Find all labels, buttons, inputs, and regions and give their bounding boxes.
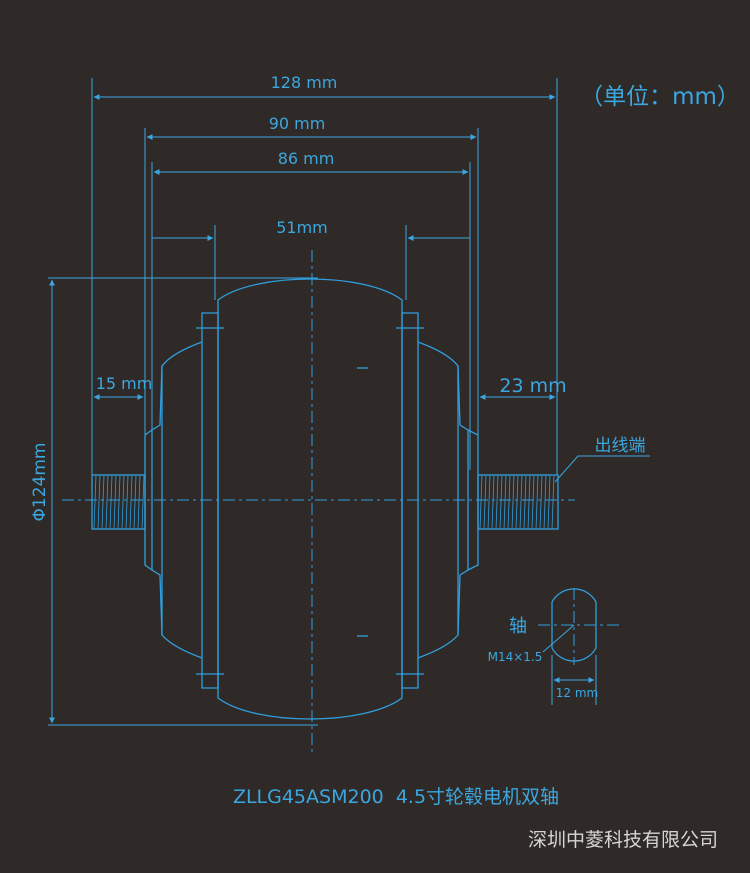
thread-line — [133, 474, 137, 530]
thread-line — [117, 474, 121, 530]
thread-line — [503, 474, 507, 530]
thread-line — [543, 474, 547, 530]
cable-end-label: 出线端 — [595, 436, 646, 456]
thread-line — [129, 474, 133, 530]
dim-51: 51mm — [152, 218, 470, 241]
dim-51-label: 51mm — [276, 218, 328, 237]
right-shaft — [477, 474, 559, 530]
dim-90: 90 mm — [146, 114, 477, 140]
dim-90-label: 90 mm — [269, 114, 326, 133]
thread-line — [93, 474, 97, 530]
thread-line — [507, 474, 511, 530]
thread-line — [523, 474, 527, 530]
left-shaft — [91, 474, 146, 530]
thread-line — [519, 474, 523, 530]
extension-lines — [91, 78, 558, 475]
dim-86: 86 mm — [153, 149, 469, 175]
hub-outline — [217, 278, 403, 720]
thread-line — [487, 474, 491, 530]
thread-line — [479, 474, 483, 530]
thread-line — [483, 474, 487, 530]
thread-line — [527, 474, 531, 530]
thread-line — [551, 474, 555, 530]
left-plate — [201, 312, 219, 689]
flat-width-label: 12 mm — [556, 686, 598, 700]
thread-line — [515, 474, 519, 530]
dim-86-label: 86 mm — [278, 149, 335, 168]
shaft-section: 轴 M14×1.5 12 mm — [488, 588, 622, 705]
dim-23-label: 23 mm — [499, 375, 566, 397]
dim-128: 128 mm — [93, 73, 556, 100]
thread-line — [511, 474, 515, 530]
dim-diameter-label: Φ124mm — [30, 443, 50, 522]
thread-line — [535, 474, 539, 530]
thread-spec-label: M14×1.5 — [488, 650, 543, 664]
thread-line — [97, 474, 101, 530]
thread-line — [531, 474, 535, 530]
thread-line — [137, 474, 141, 530]
thread-line — [539, 474, 543, 530]
dim-15: 15 mm — [93, 374, 153, 400]
thread-line — [491, 474, 495, 530]
thread-line — [113, 474, 117, 530]
left-cover-outer — [151, 341, 203, 659]
dim-23: 23 mm — [479, 375, 567, 400]
thread-line — [495, 474, 499, 530]
dim-128-label: 128 mm — [271, 73, 338, 92]
thread-line — [105, 474, 109, 530]
thread-line — [499, 474, 503, 530]
right-plate — [401, 312, 419, 689]
thread-line — [141, 474, 145, 530]
company-name: 深圳中菱科技有限公司 — [528, 829, 718, 851]
thread-line — [125, 474, 129, 530]
model-caption: ZLLG45ASM200 4.5寸轮毂电机双轴 — [233, 786, 559, 808]
dim-diameter: Φ124mm — [30, 277, 318, 726]
cable-end-callout: 出线端 — [554, 436, 650, 483]
dim-15-label: 15 mm — [96, 374, 153, 393]
units-note: （单位：mm） — [580, 84, 740, 110]
thread-line — [547, 474, 551, 530]
right-cover-outer — [417, 341, 469, 659]
thread-line — [121, 474, 125, 530]
shaft-label: 轴 — [509, 616, 527, 637]
thread-line — [101, 474, 105, 530]
thread-line — [109, 474, 113, 530]
